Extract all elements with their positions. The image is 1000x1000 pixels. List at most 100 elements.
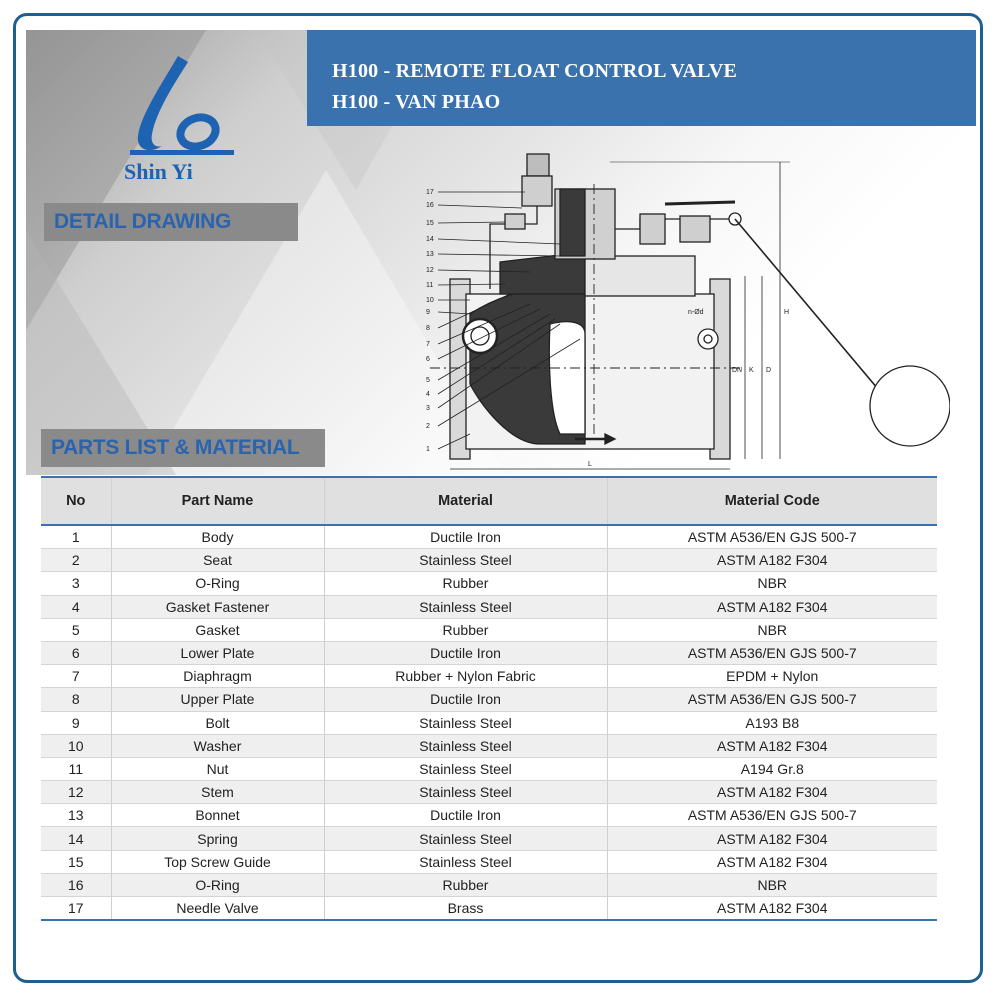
cell-part-name: O-Ring [110,873,324,898]
cell-part-name: Spring [110,826,324,851]
callout-5: 5 [426,377,430,384]
callout-4: 4 [426,391,430,398]
cell-no: 9 [41,711,111,735]
header-material-code: Material Code [606,476,937,526]
cell-material-code: EPDM + Nylon [606,664,937,689]
cell-material: Stainless Steel [323,711,607,735]
cell-material-code: NBR [606,873,937,898]
title-line-1: H100 - REMOTE FLOAT CONTROL VALVE [332,60,738,82]
cell-material: Ductile Iron [323,803,607,828]
cell-material-code: ASTM A182 F304 [606,548,937,573]
callout-8: 8 [426,325,430,332]
callout-2: 2 [426,423,430,430]
cell-no: 8 [41,687,111,712]
cell-material-code: ASTM A182 F304 [606,734,937,758]
cell-no: 14 [41,826,111,851]
cell-part-name: Stem [110,780,324,805]
cell-material: Ductile Iron [323,525,607,550]
cell-material: Rubber [323,873,607,898]
callout-1: 1 [426,446,430,453]
callout-9: 9 [426,309,430,316]
cell-material: Stainless Steel [323,757,607,782]
cell-no: 16 [41,873,111,898]
callout-6: 6 [426,356,430,363]
cell-material: Rubber + Nylon Fabric [323,664,607,689]
callout-13: 13 [426,251,434,258]
cell-part-name: Top Screw Guide [110,850,324,874]
cell-material-code: ASTM A182 F304 [606,896,937,922]
title-line-2: H100 - VAN PHAO [332,91,501,113]
cell-no: 6 [41,641,111,666]
cell-material: Rubber [323,571,607,596]
cell-part-name: Upper Plate [110,687,324,712]
cell-no: 3 [41,571,111,596]
cell-material-code: ASTM A182 F304 [606,850,937,874]
dim-label-nd: n-Ød [688,309,704,316]
cell-part-name: Gasket [110,618,324,642]
cell-material-code: A193 B8 [606,711,937,735]
brand-name: Shin Yi [124,159,193,184]
callout-12: 12 [426,267,434,274]
callout-17: 17 [426,189,434,196]
cell-material: Stainless Steel [323,548,607,573]
cell-no: 10 [41,734,111,758]
header-no: No [41,476,111,526]
dim-label-d: D [766,367,771,374]
dim-label-l: L [588,461,592,468]
cell-part-name: Bolt [110,711,324,735]
title-band [307,30,976,126]
callout-3: 3 [426,405,430,412]
cell-no: 2 [41,548,111,573]
cell-material-code: A194 Gr.8 [606,757,937,782]
cell-material: Stainless Steel [323,780,607,805]
cell-material: Stainless Steel [323,850,607,874]
cell-no: 11 [41,757,111,782]
cell-no: 13 [41,803,111,828]
cell-material: Stainless Steel [323,734,607,758]
cell-material: Stainless Steel [323,826,607,851]
cell-material: Ductile Iron [323,687,607,712]
callout-14: 14 [426,236,434,243]
callout-7: 7 [426,341,430,348]
valve-detail-drawing: 17 16 15 14 13 12 11 10 9 8 7 6 5 4 3 2 … [426,153,950,470]
cell-material-code: ASTM A536/EN GJS 500-7 [606,687,937,712]
dim-label-k: K [749,367,754,374]
callout-10: 10 [426,297,434,304]
cell-part-name: O-Ring [110,571,324,596]
cell-no: 5 [41,618,111,642]
cell-material-code: ASTM A182 F304 [606,780,937,805]
table-header-row: No Part Name Material Material Code [41,476,937,526]
dim-label-dn: DN [732,367,742,374]
cell-material-code: ASTM A182 F304 [606,595,937,619]
cell-material: Brass [323,896,607,922]
cell-no: 12 [41,780,111,805]
header-part-name: Part Name [110,476,324,526]
cell-material: Ductile Iron [323,641,607,666]
callout-15: 15 [426,220,434,227]
cell-material: Rubber [323,618,607,642]
cell-part-name: Nut [110,757,324,782]
cell-part-name: Lower Plate [110,641,324,666]
cell-material-code: ASTM A182 F304 [606,826,937,851]
cell-material: Stainless Steel [323,595,607,619]
cell-material-code: ASTM A536/EN GJS 500-7 [606,641,937,666]
cell-material-code: ASTM A536/EN GJS 500-7 [606,525,937,550]
detail-drawing-label: DETAIL DRAWING [44,203,298,241]
cell-material-code: NBR [606,571,937,596]
cell-part-name: Diaphragm [110,664,324,689]
cell-material-code: NBR [606,618,937,642]
header-material: Material [323,476,607,526]
